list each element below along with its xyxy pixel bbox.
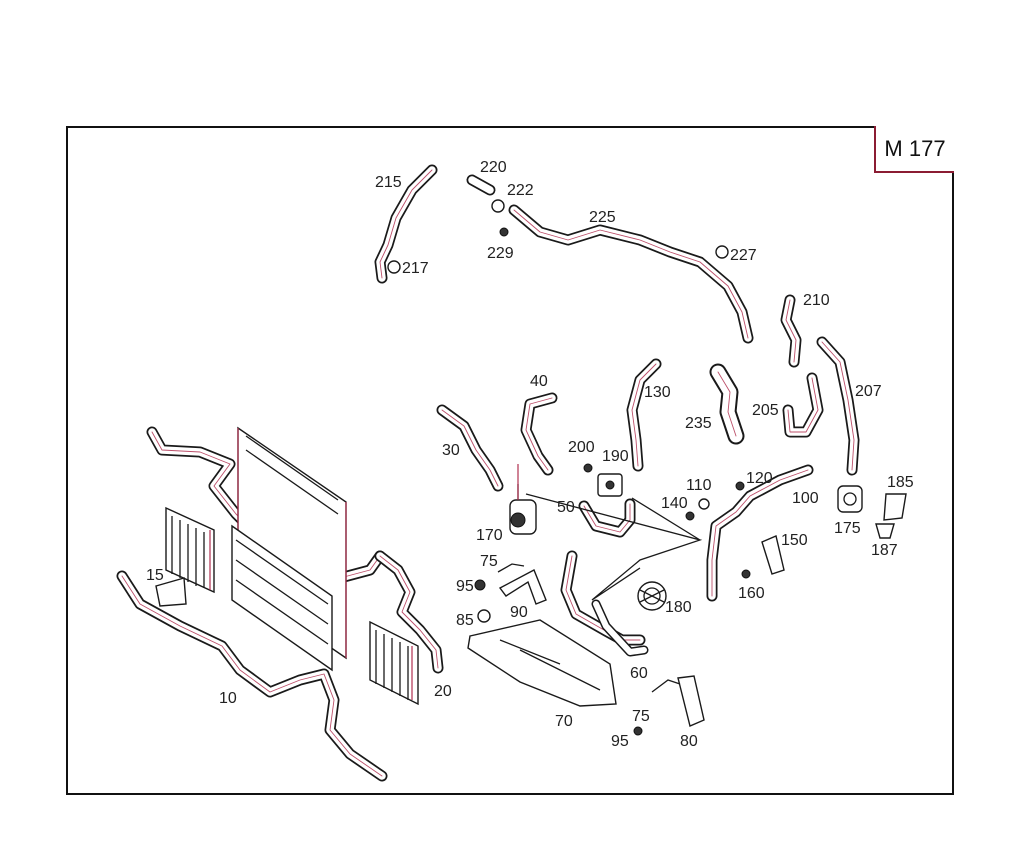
aux-radiator-right[interactable]: [369, 620, 419, 706]
label-175: 175: [834, 520, 861, 537]
label-200: 200: [568, 439, 595, 456]
hose-40[interactable]: [520, 392, 558, 476]
part-175[interactable]: [837, 485, 863, 513]
hose-10[interactable]: [116, 570, 388, 782]
valve-190[interactable]: [597, 473, 623, 497]
hose-130[interactable]: [626, 358, 662, 472]
label-75a: 75: [480, 553, 498, 570]
label-235: 235: [685, 415, 712, 432]
label-190: 190: [602, 448, 629, 465]
label-207: 207: [855, 383, 882, 400]
label-187: 187: [871, 542, 898, 559]
label-215: 215: [375, 174, 402, 191]
hose-205[interactable]: [782, 372, 824, 438]
bracket-75a[interactable]: [497, 563, 525, 573]
label-95a: 95: [456, 578, 474, 595]
label-150: 150: [781, 532, 808, 549]
label-225: 225: [589, 209, 616, 226]
hose-60[interactable]: [560, 550, 649, 657]
label-185: 185: [887, 474, 914, 491]
hose-235[interactable]: [709, 363, 745, 445]
label-222: 222: [507, 182, 534, 199]
hose-220[interactable]: [466, 174, 496, 196]
label-50: 50: [557, 499, 575, 516]
part-187[interactable]: [875, 523, 895, 539]
label-180: 180: [665, 599, 692, 616]
label-110: 110: [686, 477, 712, 494]
pump-180[interactable]: [637, 581, 667, 611]
label-30: 30: [442, 442, 460, 459]
callout-labels: 10 15 20 30 40 50 60 70 75 75 80 85 90 9…: [146, 159, 914, 750]
label-170: 170: [476, 527, 503, 544]
label-85: 85: [456, 612, 474, 629]
aux-radiator-left[interactable]: [165, 506, 215, 594]
bracket-80[interactable]: [651, 675, 705, 727]
hose-207[interactable]: [816, 336, 860, 476]
hose-215[interactable]: [374, 164, 438, 284]
label-75b: 75: [632, 708, 650, 725]
label-160: 160: [738, 585, 765, 602]
bracket-185[interactable]: [883, 493, 907, 521]
bracket-90[interactable]: [498, 569, 547, 605]
label-227: 227: [730, 247, 757, 264]
label-60: 60: [630, 665, 648, 682]
label-220: 220: [480, 159, 507, 176]
label-100: 100: [792, 490, 819, 507]
sensor-wiring: [517, 464, 703, 601]
hose-210[interactable]: [780, 294, 802, 368]
label-140: 140: [661, 495, 688, 512]
hose-100[interactable]: [706, 464, 814, 602]
label-90: 90: [510, 604, 528, 621]
fasteners: [387, 199, 751, 736]
label-95b: 95: [611, 733, 629, 750]
hose-225[interactable]: [508, 204, 754, 344]
label-120: 120: [746, 470, 773, 487]
model-badge: M 177: [874, 126, 954, 173]
pump-170[interactable]: [509, 499, 537, 535]
condenser[interactable]: [231, 524, 333, 672]
bracket-150[interactable]: [761, 535, 785, 575]
label-15: 15: [146, 567, 164, 584]
hose-20[interactable]: [374, 550, 444, 674]
label-205: 205: [752, 402, 779, 419]
bracket-70[interactable]: [467, 619, 617, 707]
label-229: 229: [487, 245, 514, 262]
label-20: 20: [434, 683, 452, 700]
hose-50[interactable]: [578, 498, 636, 538]
label-70: 70: [555, 713, 573, 730]
label-217: 217: [402, 260, 429, 277]
label-210: 210: [803, 292, 830, 309]
label-40: 40: [530, 373, 548, 390]
label-80: 80: [680, 733, 698, 750]
label-130: 130: [644, 384, 671, 401]
label-10: 10: [219, 690, 237, 707]
hose-upper-radiator[interactable]: [146, 426, 386, 584]
hose-30[interactable]: [436, 404, 504, 492]
bracket-15[interactable]: [155, 577, 187, 607]
